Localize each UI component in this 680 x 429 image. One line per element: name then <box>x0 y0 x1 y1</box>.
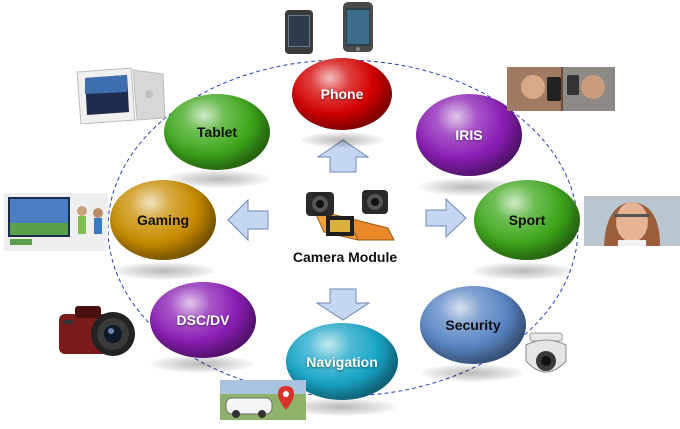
sport-shadow <box>472 262 574 280</box>
arrow-right-icon <box>425 197 467 239</box>
face-id-icon <box>507 67 615 111</box>
tablet-shadow <box>166 170 270 188</box>
dslr-camera-icon <box>59 306 135 356</box>
node-label: Tablet <box>196 124 238 140</box>
node-label: Security <box>445 317 501 333</box>
node-security: Security <box>420 286 526 364</box>
node-iris: IRIS <box>416 94 522 176</box>
map-car-icon <box>220 380 306 420</box>
camera-module-icon <box>306 190 395 241</box>
phone-shadow <box>300 132 384 148</box>
gaming-shadow <box>112 262 216 280</box>
motion-gaming-icon <box>4 193 108 251</box>
dome-camera-icon <box>525 332 567 373</box>
node-tablet: Tablet <box>164 94 270 170</box>
navigation-shadow <box>285 398 397 416</box>
node-label: IRIS <box>455 127 483 143</box>
node-label: Gaming <box>136 212 190 228</box>
arrow-down-icon <box>315 288 371 321</box>
node-label: Sport <box>508 212 546 228</box>
node-label: Navigation <box>306 353 378 370</box>
center-label: Camera Module <box>292 249 398 265</box>
node-phone: Phone <box>292 58 392 130</box>
arrow-up-icon <box>316 139 370 173</box>
node-label: DSC/DV <box>176 312 230 328</box>
tablet-icon <box>76 67 166 124</box>
smartphone-icon <box>285 2 373 54</box>
node-label: Phone <box>320 86 364 102</box>
node-dscdv: DSC/DV <box>150 282 256 358</box>
arrow-left-icon <box>227 198 269 242</box>
node-gaming: Gaming <box>110 180 216 260</box>
security-shadow <box>420 364 524 382</box>
dscdv-shadow <box>150 355 254 373</box>
node-sport: Sport <box>474 180 580 260</box>
smart-glasses-icon <box>584 196 680 246</box>
